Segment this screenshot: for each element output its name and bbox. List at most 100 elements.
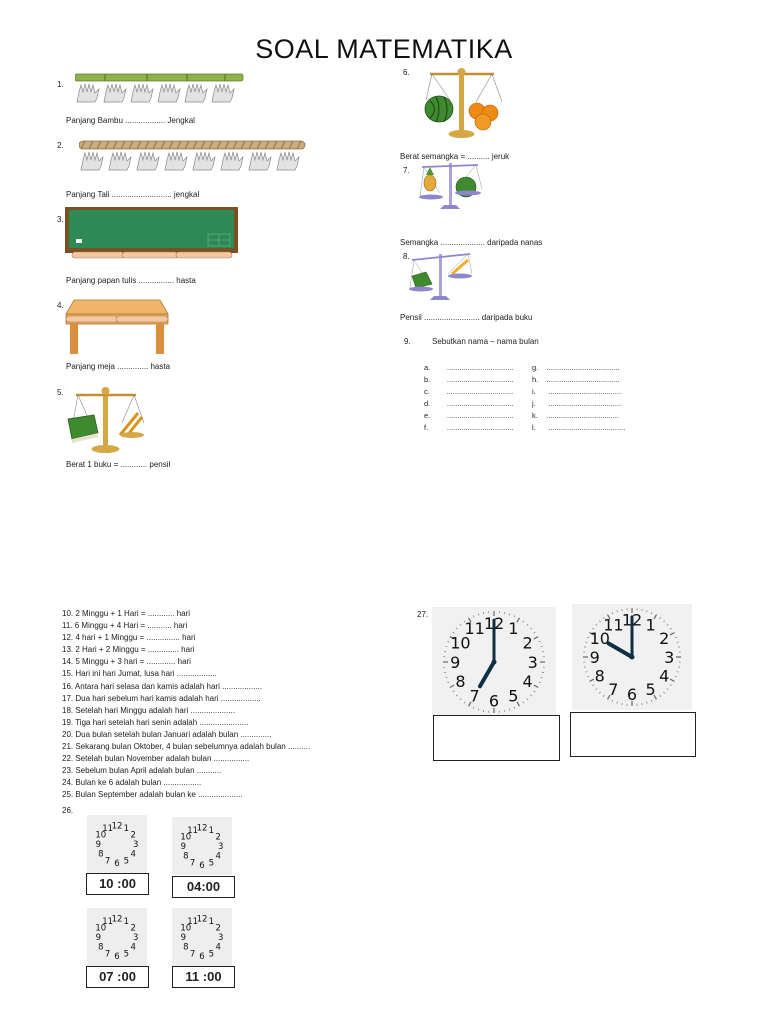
clock-numeral: 2 xyxy=(131,831,136,841)
month-blank-h: h. ................................... xyxy=(532,375,620,385)
clock-numeral: 5 xyxy=(646,680,656,699)
question-19: 19. Tiga hari setelah hari senin adalah … xyxy=(62,717,249,727)
question-27-number: 27. xyxy=(417,610,429,619)
time-label-07-00: 07 :00 xyxy=(86,966,149,988)
scale-pineapple-watermelon-illustration xyxy=(419,163,483,209)
scale-book-pencil-2-illustration xyxy=(409,253,473,300)
clock-numeral: 10 xyxy=(180,924,191,934)
item-9-number: 9. xyxy=(404,337,411,346)
clock-numeral: 9 xyxy=(590,648,600,667)
clock-numeral: 6 xyxy=(114,952,119,962)
clock-numeral: 1 xyxy=(209,826,214,836)
question-22: 22. Setelah bulan November adalah bulan … xyxy=(62,754,250,764)
clock-numeral: 10 xyxy=(590,629,610,648)
month-blank-c: c. ................................ xyxy=(424,387,514,397)
clock-numeral: 5 xyxy=(124,856,129,866)
answer-box-1[interactable] xyxy=(433,715,560,761)
clock-numeral: 6 xyxy=(199,861,204,871)
item-5-caption: Berat 1 buku = ............ pensil xyxy=(66,460,171,469)
clock-numeral: 6 xyxy=(489,692,499,711)
clock-numeral: 2 xyxy=(522,633,532,652)
question-11: 11. 6 Minggu + 4 Hari = ........... hari xyxy=(62,621,188,631)
item-6-number: 6. xyxy=(403,68,410,77)
item-6-caption: Berat semangka = .......... jeruk xyxy=(400,152,510,161)
page-title: SOAL MATEMATIKA xyxy=(255,34,513,64)
question-17: 17. Dua hari sebelum hari kamis adalah h… xyxy=(62,693,261,703)
clock-numeral: 9 xyxy=(450,653,460,672)
month-blank-k: k. ................................... xyxy=(532,411,620,421)
question-list: 10. 2 Minggu + 1 Hari = ............ har… xyxy=(62,608,310,802)
clock-numeral: 7 xyxy=(190,858,195,868)
clock-numeral: 9 xyxy=(181,933,186,943)
clock-numeral: 11 xyxy=(603,616,623,635)
scale-watermelon-orange-illustration xyxy=(424,68,503,138)
clock-numeral: 3 xyxy=(218,842,223,852)
question-18: 18. Setelah hari Minggu adalah hari ....… xyxy=(62,705,235,715)
month-blank-j: j. ................................... xyxy=(532,399,622,409)
month-blank-a: a. ................................ xyxy=(424,363,514,372)
clock-numeral: 5 xyxy=(124,949,129,959)
month-blank-b: b. ................................ xyxy=(424,375,514,385)
hour-hand xyxy=(606,641,634,659)
clock-numeral: 8 xyxy=(455,672,465,691)
clock-numeral: 11 xyxy=(187,917,198,927)
months-list-right: g. ................................... h… xyxy=(532,362,625,435)
clock-numeral: 1 xyxy=(209,917,214,927)
clock-numeral: 3 xyxy=(218,933,223,943)
item-5-number: 5. xyxy=(57,388,64,397)
clock-numeral: 8 xyxy=(98,849,103,859)
question-10: 10. 2 Minggu + 1 Hari = ............ har… xyxy=(62,609,191,618)
answer-box-2[interactable] xyxy=(570,712,696,757)
clock-numeral: 3 xyxy=(528,653,538,672)
clock-numeral: 7 xyxy=(470,686,480,705)
question-24: 24. Bulan ke 6 adalah bulan ............… xyxy=(62,778,202,788)
month-blank-d: d. ................................ xyxy=(424,399,514,409)
item-9-question: Sebutkan nama – nama bulan xyxy=(432,337,539,346)
clock-numeral: 2 xyxy=(216,924,221,934)
item-7-caption: Semangka .................... daripada n… xyxy=(400,238,543,247)
month-blank-g: g. ................................... xyxy=(532,363,620,372)
clock-numeral: 4 xyxy=(216,851,221,861)
item-7-number: 7. xyxy=(403,166,410,175)
month-blank-i: i. ................................... xyxy=(532,387,622,397)
month-blank-e: e. ................................ xyxy=(424,411,514,421)
clock-numeral: 3 xyxy=(133,840,138,850)
clock-numeral: 4 xyxy=(522,672,532,691)
item-8-caption: Pensil ......................... daripad… xyxy=(400,313,533,322)
clock-numeral: 6 xyxy=(627,685,637,704)
question-14: 14. 5 Minggu + 3 hari = ............. ha… xyxy=(62,657,191,667)
clock-numeral: 5 xyxy=(209,858,214,868)
clock-numeral: 9 xyxy=(181,842,186,852)
question-15: 15. Hari ini hari Jumat, lusa hari .....… xyxy=(62,669,217,679)
clock-numeral: 2 xyxy=(659,629,669,648)
desk-illustration xyxy=(65,299,169,354)
item-3-number: 3. xyxy=(57,215,64,224)
clock-numeral: 1 xyxy=(124,824,129,834)
clock-numeral: 1 xyxy=(646,616,656,635)
months-list-left: a. ................................ b. .… xyxy=(424,362,514,435)
clock-numeral: 2 xyxy=(131,924,136,934)
clock-numeral: 10 xyxy=(180,833,191,843)
month-blank-f: f. ................................ xyxy=(424,423,514,433)
month-blank-l: l. ..................................... xyxy=(532,423,626,433)
question-23: 23. Sebelum bulan April adalah bulan ...… xyxy=(62,766,222,776)
clock-numeral: 12 xyxy=(197,914,208,924)
clock-numeral: 4 xyxy=(216,942,221,952)
clock-numeral: 9 xyxy=(96,840,101,850)
clock-numeral: 6 xyxy=(199,952,204,962)
time-label-04-00: 04:00 xyxy=(172,876,235,898)
clock-numeral: 12 xyxy=(112,821,123,831)
clock-numeral: 8 xyxy=(183,851,188,861)
item-1-caption: Panjang Bambu .................. Jengkal xyxy=(66,116,195,125)
question-25: 25. Bulan September adalah bulan ke ....… xyxy=(62,790,243,800)
scale-book-pencil-illustration xyxy=(67,387,145,453)
clock-numeral: 1 xyxy=(124,917,129,927)
clock-numeral: 7 xyxy=(608,680,618,699)
clock-numeral: 9 xyxy=(96,933,101,943)
question-21: 21. Sekarang bulan Oktober, 4 bulan sebe… xyxy=(62,742,311,752)
clock-numeral: 2 xyxy=(216,833,221,843)
